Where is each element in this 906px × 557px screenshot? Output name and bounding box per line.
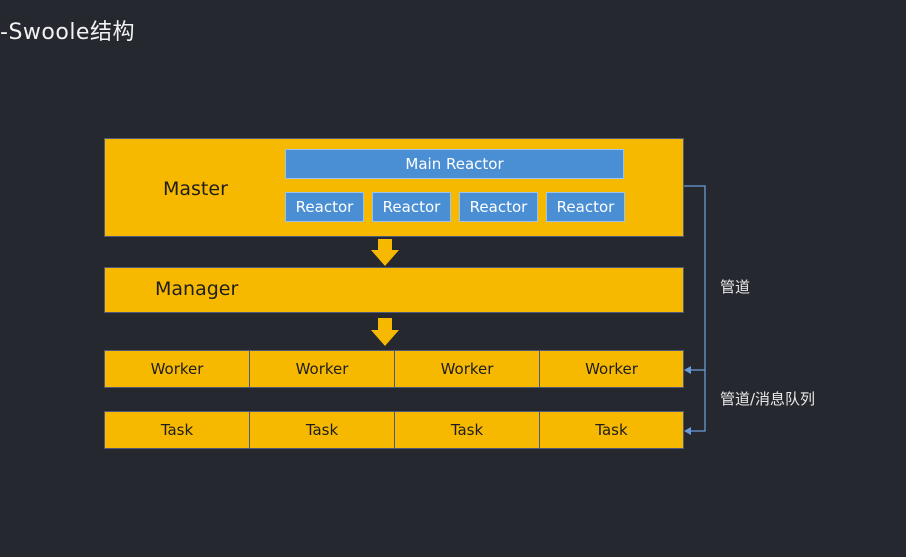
manager-block: Manager (104, 267, 684, 313)
task-cell: Task (249, 411, 395, 449)
down-arrow-icon (371, 239, 399, 266)
worker-cell: Worker (539, 350, 684, 388)
task-cell: Task (104, 411, 250, 449)
pipe-queue-label: 管道/消息队列 (720, 390, 816, 408)
main-reactor-box: Main Reactor (285, 149, 624, 179)
reactor-box: Reactor (372, 192, 451, 222)
manager-label: Manager (155, 278, 239, 300)
master-label: Master (163, 178, 228, 200)
arrow-left-icon (684, 366, 691, 374)
worker-cell: Worker (394, 350, 540, 388)
worker-cell: Worker (104, 350, 250, 388)
reactor-box: Reactor (546, 192, 625, 222)
arrow-left-icon (684, 427, 691, 435)
task-cell: Task (394, 411, 540, 449)
task-cell: Task (539, 411, 684, 449)
pipe-label: 管道 (720, 278, 751, 296)
reactor-box: Reactor (285, 192, 364, 222)
reactor-box: Reactor (459, 192, 538, 222)
pipe-connector-line (684, 185, 706, 432)
worker-cell: Worker (249, 350, 395, 388)
page-title: -Swoole结构 (0, 20, 135, 45)
down-arrow-icon (371, 318, 399, 346)
